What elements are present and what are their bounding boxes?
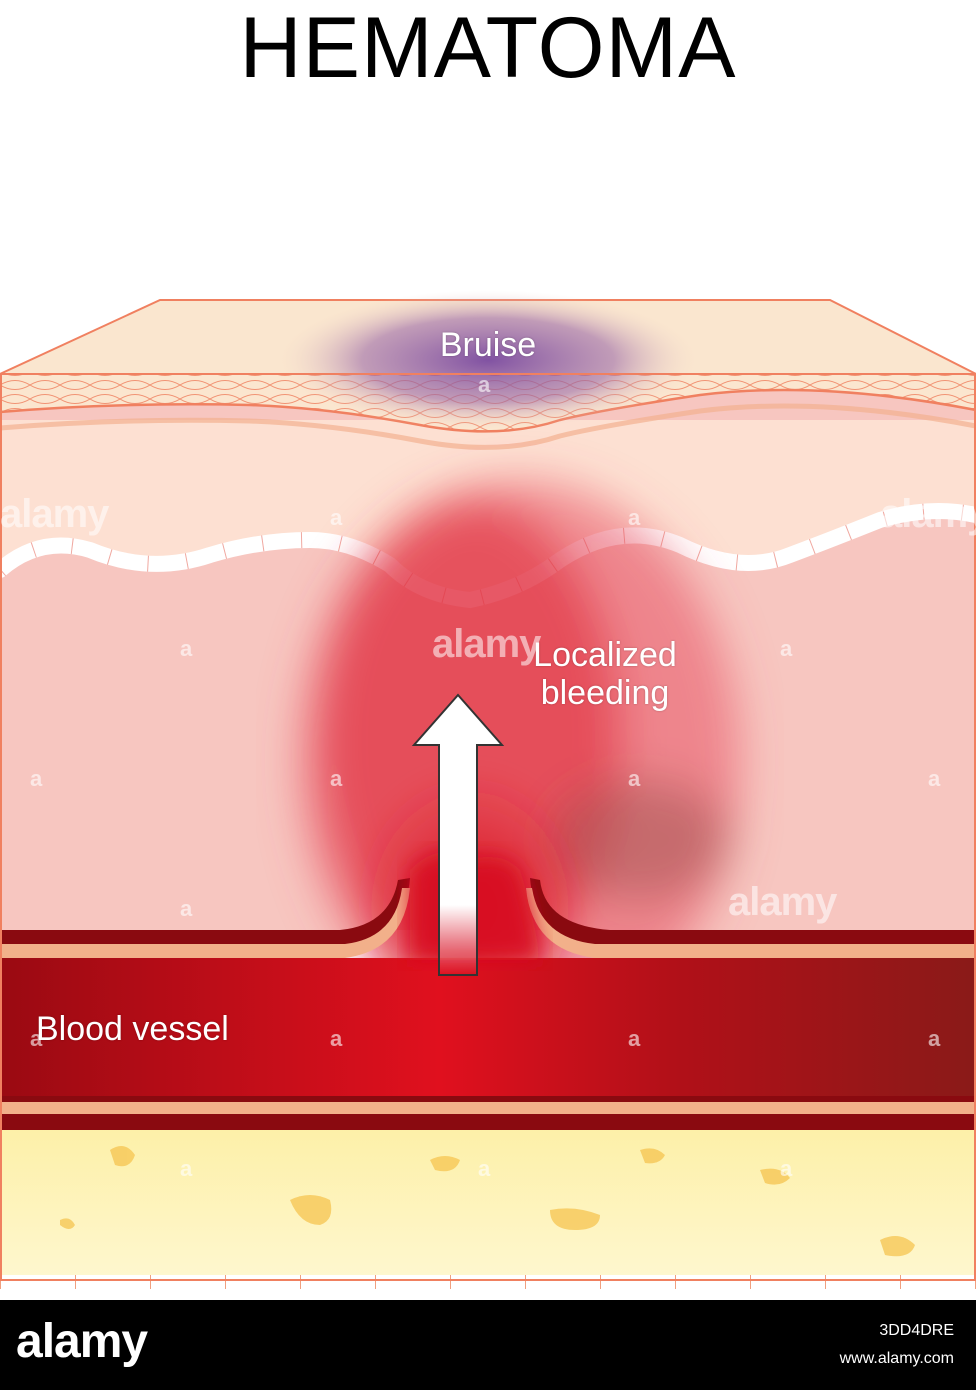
watermark-small: a	[928, 1026, 941, 1051]
watermark-small: a	[628, 1026, 641, 1051]
blood-vessel	[0, 958, 976, 1096]
watermark-small: a	[180, 1156, 193, 1181]
subcutaneous-fat	[0, 1128, 976, 1280]
label-bruise: Bruise	[439, 326, 537, 364]
vessel-wall-upper-right	[530, 878, 976, 948]
label-blood-vessel: Blood vessel	[36, 1010, 229, 1048]
footer-url[interactable]: www.alamy.com	[839, 1350, 954, 1367]
watermark-small: a	[180, 636, 193, 661]
watermark-small: a	[30, 766, 43, 791]
watermark-small: a	[628, 505, 641, 530]
watermark-small: a	[928, 766, 941, 791]
watermark: alamy	[880, 492, 976, 536]
watermark: alamy	[728, 880, 837, 924]
watermark: alamy	[432, 622, 541, 666]
footer-image-id: 3DD4DRE	[879, 1322, 954, 1339]
watermark-small: a	[330, 1026, 343, 1051]
watermark-small: a	[180, 896, 193, 921]
watermark-small: a	[330, 505, 343, 530]
watermark-small: a	[30, 1026, 43, 1051]
watermark-small: a	[478, 1156, 491, 1181]
skin-cross-section	[0, 290, 976, 1289]
footer-logo: alamy	[16, 1315, 148, 1368]
bleeding-arrow-icon	[411, 693, 505, 976]
footer-bar: alamy 3DD4DRE www.alamy.com	[0, 1300, 976, 1390]
fat-cells	[60, 1146, 915, 1257]
watermark: alamy	[0, 492, 109, 536]
watermark-small: a	[780, 636, 793, 661]
label-localized-bleeding: Localized bleeding	[533, 636, 677, 712]
vessel-wall-upper-left	[0, 878, 410, 948]
diagram-title: HEMATOMA	[239, 0, 737, 96]
watermark-small: a	[628, 766, 641, 791]
watermark-small: a	[780, 1156, 793, 1181]
watermark-small: a	[330, 766, 343, 791]
watermark-small: a	[478, 372, 491, 397]
bruise-area	[278, 290, 698, 430]
